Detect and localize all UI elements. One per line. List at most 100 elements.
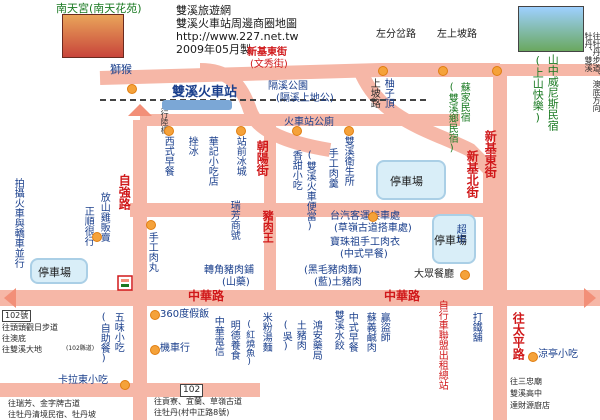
poi-pin[interactable] — [120, 380, 130, 390]
label-heimao: (黑毛豬肉麵) — [304, 265, 362, 276]
label-wuwei-sub: (自助餐) — [98, 312, 110, 364]
label-zuo-fen: 左分岔路 — [376, 29, 416, 40]
label-hall: 雙溪衛生所 — [342, 136, 354, 186]
poi-pin[interactable] — [164, 126, 174, 136]
label-su-yuan-sub: (雙溪鄉民宿) — [446, 82, 458, 154]
label-wuwei: 五味小吃 — [112, 312, 124, 352]
sign-102-mid: 102 — [180, 384, 204, 397]
label-big-noodle: 大眾餐廳 — [414, 269, 454, 280]
train-icon — [162, 100, 232, 110]
sign-102-left: 102號 — [2, 310, 32, 322]
label-shop360: 360度假飯 — [160, 309, 210, 320]
note-bl-1: 往瑞芳、金字牌古道 — [8, 399, 80, 408]
note-left-1: 往頭頭觀日步道 — [2, 323, 58, 332]
note-mid-2: 往牡丹(村中正路8號) — [154, 408, 230, 417]
poi-pin[interactable] — [378, 66, 388, 76]
label-huaji: 華記小吃店 — [206, 136, 218, 186]
label-shangpo: 上坡路 — [368, 78, 380, 108]
label-su-yuan: 蘇家民宿 — [458, 82, 470, 122]
road-zhonghua-left-label: 中華路 — [188, 289, 225, 303]
parking-right-bottom-label: 停車場 — [434, 234, 467, 247]
note-left-2: 往澳底 — [2, 334, 26, 343]
shikou-label: 獅猴 — [110, 63, 132, 76]
road-xinji-north-label: 新基北街 — [465, 150, 480, 198]
note-mid-1: 往貢寮、宜蘭、草嶺古道 — [154, 397, 242, 406]
label-zhengshun: 正順很行 — [82, 206, 94, 246]
arch-label: 人行陸橋 — [160, 102, 170, 134]
header-url[interactable]: http://www.227.net.tw — [176, 30, 299, 43]
label-kaladong: 卡拉東小吃 — [58, 375, 108, 386]
label-bike: 自行車聯盟出租總站 — [436, 300, 448, 390]
label-fugang-sub: (隔溪上地公) — [276, 93, 334, 104]
label-mingde-sub: (紅燒魚) — [244, 320, 255, 367]
poi-pin[interactable] — [438, 66, 448, 76]
label-shouhong: 手工肉丸 — [146, 232, 158, 272]
label-photo-rail: 拍攝火車與轎車並行 — [12, 178, 24, 268]
label-xiangchuan-sub: (雙溪火車便當) — [304, 150, 316, 232]
label-liangting: 涼亭小吃 — [538, 349, 578, 360]
label-mingde: 明德養食 — [228, 320, 240, 360]
label-xishi: 西式早餐 — [162, 136, 174, 176]
header-title: 雙溪旅遊網 — [176, 4, 231, 17]
label-mi-yu: 米粉湯麵 — [260, 312, 272, 352]
parking-left[interactable] — [30, 258, 88, 284]
arrow-left-icon — [4, 288, 16, 308]
label-pork-shop-sub: (山藥) — [222, 277, 250, 288]
poi-pin[interactable] — [292, 126, 302, 136]
label-hu-ai2: 土豬肉 — [294, 320, 306, 350]
road-xinji-north — [353, 67, 497, 300]
label-land: (藍)土豬肉 — [314, 277, 362, 288]
label-market: 超市 — [454, 224, 466, 244]
label-sudian: 蘇義鹹肉 — [364, 312, 376, 352]
note-left-3-sub: (102縣道) — [66, 345, 95, 352]
label-baozhu-sub: (中式早餐) — [340, 249, 388, 260]
label-juhe: 機車行 — [160, 343, 190, 354]
parking-right-bottom[interactable] — [432, 214, 476, 264]
road-chaoyang-label: 朝陽街 — [255, 140, 270, 176]
label-baozhu: 寶珠祖手工肉衣 — [330, 237, 400, 248]
poi-pin[interactable] — [236, 126, 246, 136]
poi-pin[interactable] — [528, 352, 538, 362]
label-hu-ai: (吳) — [280, 320, 292, 352]
poi-pin[interactable] — [492, 66, 502, 76]
label-daping: 往太平路 — [511, 312, 526, 360]
station-restroom: 火車站公廁 — [284, 117, 334, 128]
arrow-right-icon — [584, 288, 596, 308]
parking-right-top-label: 停車場 — [390, 175, 423, 188]
label-shanzhong-sub: (上山快樂) — [531, 54, 545, 124]
poi-pin[interactable] — [344, 126, 354, 136]
house-picture — [518, 6, 584, 52]
poi-pin[interactable] — [92, 232, 102, 242]
label-xiangchuan: 香甜小吃 — [290, 150, 302, 190]
road-station-curve — [199, 63, 332, 157]
label-fugang: 隔溪公園 — [268, 81, 308, 92]
label-tq-shop: 台汽客運候車處 — [330, 211, 400, 222]
label-yellow-arrow: 牡丹、雙溪 — [584, 32, 594, 72]
label-zhuan2: 雙溪高中 — [510, 389, 542, 398]
header-date: 2009年05月製 — [176, 43, 251, 56]
label-tea: 雙溪水餃 — [332, 310, 344, 350]
label-zhuan3: 達財源廚店 — [510, 401, 550, 410]
parking-right-top[interactable] — [376, 160, 446, 200]
label-zhongshi: 中式早餐 — [346, 312, 358, 352]
label-zhuan: 往三忠廟 — [510, 377, 542, 386]
label-hongchang: 鴻安藥局 — [310, 320, 322, 360]
poi-pin[interactable] — [368, 212, 378, 222]
label-china-post: 中華電信 — [212, 316, 224, 356]
note-left-3: 往雙溪大地 — [2, 345, 42, 354]
poi-pin[interactable] — [146, 220, 156, 230]
label-shanzhong: 山中威尼斯民宿 — [546, 54, 560, 131]
convenience-store-icon — [117, 275, 133, 291]
parking-left-label: 停車場 — [38, 266, 71, 279]
label-xinji-east-sub: (文秀街) — [250, 59, 288, 70]
label-shougong: 手工肉羹 — [326, 148, 338, 188]
poi-pin[interactable] — [460, 270, 470, 280]
road-zilu-label: 自強路 — [117, 174, 132, 210]
note-bl-2: 往牡丹清境民宿、牡丹坡 — [8, 410, 96, 419]
poi-pin[interactable] — [127, 84, 137, 94]
poi-pin[interactable] — [150, 345, 160, 355]
label-pork-king: 豬肉王 — [261, 210, 275, 243]
label-chaoshui: 挫冰 — [186, 136, 198, 156]
arrow-up-icon — [128, 104, 152, 116]
poi-pin[interactable] — [150, 310, 160, 320]
